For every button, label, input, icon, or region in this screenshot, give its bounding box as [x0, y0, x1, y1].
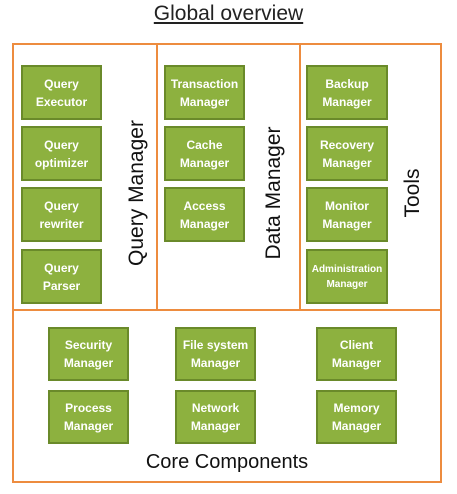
query-optimizer-box: Query optimizer — [21, 126, 102, 181]
data-manager-label: Data Manager — [262, 126, 285, 260]
query-rewriter-box: Query rewriter — [21, 187, 102, 242]
monitor-manager-box: Monitor Manager — [306, 187, 388, 242]
security-manager-box: Security Manager — [48, 327, 129, 381]
tools-label: Tools — [401, 168, 424, 218]
query-manager-label: Query Manager — [125, 120, 148, 266]
transaction-manager-box: Transaction Manager — [164, 65, 245, 120]
diagram-title: Global overview — [153, 2, 304, 25]
administration-manager-box: Administration Manager — [306, 249, 388, 304]
cache-manager-box: Cache Manager — [164, 126, 245, 181]
query-executor-box: Query Executor — [21, 65, 102, 120]
core-components-panel — [12, 309, 442, 483]
access-manager-box: Access Manager — [164, 187, 245, 242]
query-parser-box: Query Parser — [21, 249, 102, 304]
core-components-label: Core Components — [145, 451, 309, 473]
recovery-manager-box: Recovery Manager — [306, 126, 388, 181]
file-system-manager-box: File system Manager — [175, 327, 256, 381]
backup-manager-box: Backup Manager — [306, 65, 388, 120]
network-manager-box: Network Manager — [175, 390, 256, 444]
memory-manager-box: Memory Manager — [316, 390, 397, 444]
process-manager-box: Process Manager — [48, 390, 129, 444]
client-manager-box: Client Manager — [316, 327, 397, 381]
